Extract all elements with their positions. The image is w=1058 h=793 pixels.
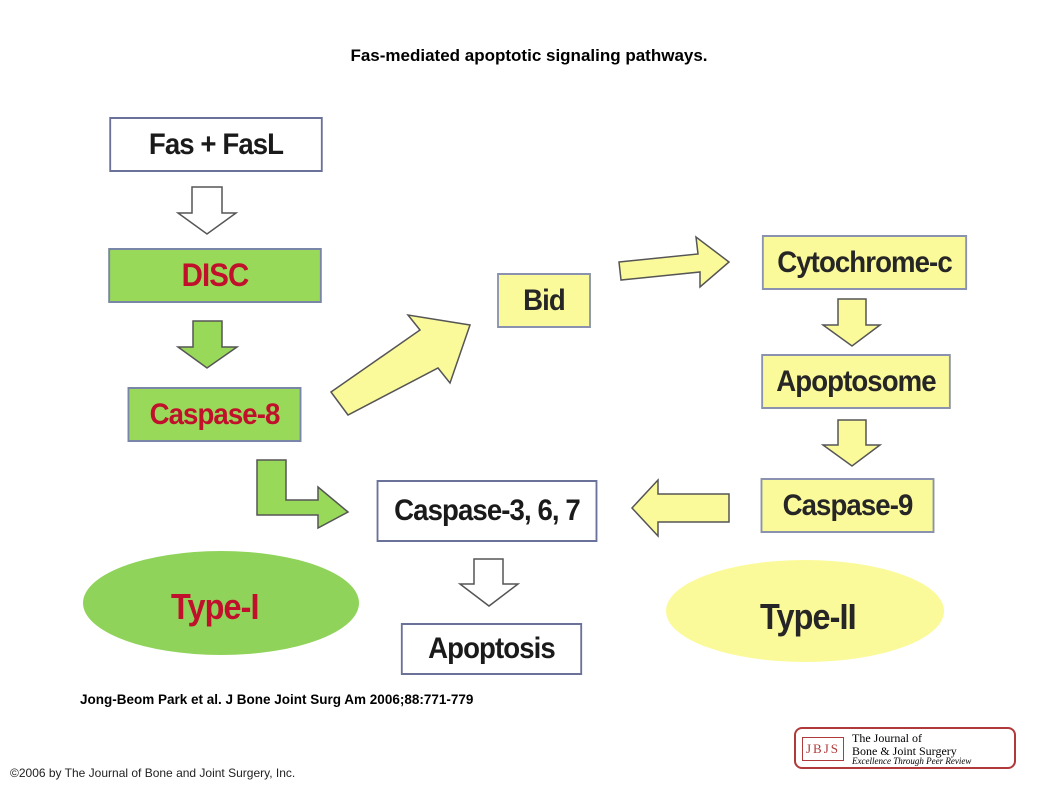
node-fas-fasl-label: Fas + FasL	[148, 127, 284, 161]
node-apoptosis: Apoptosis	[400, 623, 583, 675]
node-caspase8-label: Caspase-8	[149, 397, 281, 431]
arrow-bid-to-cytochrome	[618, 235, 731, 289]
jbjs-logo: JBJS The Journal of Bone & Joint Surgery…	[794, 727, 1016, 769]
jbjs-logo-abbr: JBJS	[802, 737, 844, 761]
node-disc-label: DISC	[181, 257, 250, 293]
citation: Jong-Beom Park et al. J Bone Joint Surg …	[80, 692, 474, 707]
arrow-caspase367-to-apoptosis	[457, 558, 521, 607]
node-fas-fasl: Fas + FasL	[109, 117, 323, 172]
copyright: ©2006 by The Journal of Bone and Joint S…	[10, 766, 296, 780]
node-cytochrome-c-label: Cytochrome-c	[777, 245, 952, 279]
node-caspase9: Caspase-9	[760, 478, 935, 533]
jbjs-logo-line1: The Journal of	[852, 731, 922, 745]
arrow-caspase8-to-bid	[329, 313, 471, 416]
node-apoptosome-label: Apoptosome	[776, 364, 936, 398]
figure-title: Fas-mediated apoptotic signaling pathway…	[350, 46, 708, 65]
node-disc: DISC	[108, 248, 322, 303]
type1-ellipse	[83, 551, 359, 655]
node-apoptosis-label: Apoptosis	[428, 632, 556, 665]
node-caspase8: Caspase-8	[127, 387, 302, 442]
node-cytochrome-c: Cytochrome-c	[761, 235, 968, 290]
arrow-apoptosome-to-caspase9	[820, 419, 883, 467]
jbjs-logo-line3: Excellence Through Peer Review	[852, 756, 972, 766]
arrow-cytochrome-to-apoptosome	[820, 298, 883, 347]
node-bid: Bid	[497, 273, 591, 328]
type2-ellipse	[666, 560, 944, 662]
arrow-caspase8-to-caspase367	[256, 459, 350, 530]
node-bid-label: Bid	[523, 283, 566, 317]
node-caspase9-label: Caspase-9	[782, 488, 914, 522]
node-caspase367-label: Caspase-3, 6, 7	[394, 494, 581, 527]
arrow-fas-to-disc	[175, 186, 239, 235]
type1-label: Type-I	[171, 586, 260, 627]
type2-label: Type-II	[760, 596, 857, 637]
node-apoptosome: Apoptosome	[761, 354, 951, 409]
jbjs-logo-line2: Bone & Joint Surgery	[852, 744, 957, 758]
arrow-disc-to-caspase8	[175, 320, 240, 369]
arrow-caspase9-to-caspase367	[630, 478, 730, 538]
node-caspase367: Caspase-3, 6, 7	[376, 480, 598, 542]
